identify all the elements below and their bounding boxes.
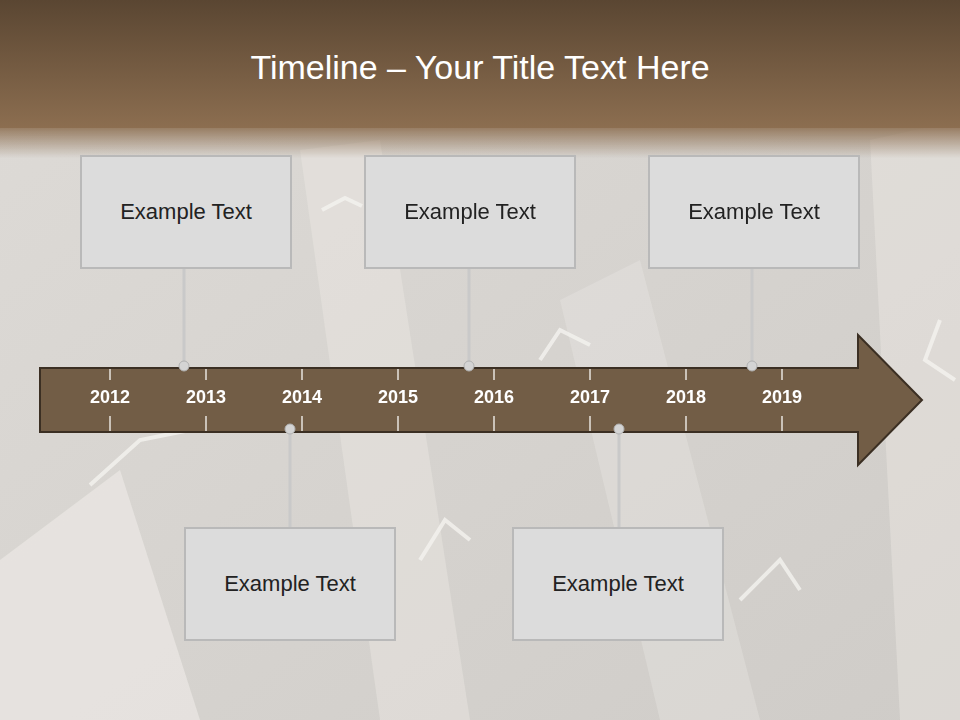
title-bar bbox=[0, 0, 960, 128]
bg-line bbox=[420, 520, 470, 560]
tick bbox=[205, 369, 207, 380]
leader-line bbox=[751, 268, 754, 362]
leader-line bbox=[183, 268, 186, 362]
year-label: 2017 bbox=[570, 387, 610, 408]
leader-dots bbox=[179, 361, 757, 434]
bg-line bbox=[740, 560, 800, 600]
title-bar-fade bbox=[0, 128, 960, 158]
event-box: Example Text bbox=[364, 155, 576, 269]
tick bbox=[685, 369, 687, 380]
leader-dot bbox=[179, 361, 189, 371]
bg-shape bbox=[560, 260, 760, 720]
tick bbox=[109, 416, 111, 431]
bg-line bbox=[925, 320, 955, 380]
title-container: Timeline – Your Title Text Here bbox=[0, 40, 960, 94]
leader-dot bbox=[747, 361, 757, 371]
tick bbox=[205, 416, 207, 431]
tick bbox=[301, 369, 303, 380]
year-label: 2014 bbox=[282, 387, 322, 408]
leader-line bbox=[289, 433, 292, 527]
event-text: Example Text bbox=[552, 571, 684, 597]
tick bbox=[589, 416, 591, 431]
bg-shape bbox=[0, 470, 200, 720]
bg-line bbox=[540, 330, 590, 360]
event-box: Example Text bbox=[512, 527, 724, 641]
year-label: 2013 bbox=[186, 387, 226, 408]
slide-title: Timeline – Your Title Text Here bbox=[250, 48, 709, 86]
tick bbox=[301, 416, 303, 431]
year-label: 2019 bbox=[762, 387, 802, 408]
event-box: Example Text bbox=[184, 527, 396, 641]
leader-dot bbox=[614, 424, 624, 434]
tick bbox=[493, 416, 495, 431]
event-text: Example Text bbox=[688, 199, 820, 225]
leader-dot bbox=[464, 361, 474, 371]
tick bbox=[493, 369, 495, 380]
year-label: 2018 bbox=[666, 387, 706, 408]
tick bbox=[685, 416, 687, 431]
event-text: Example Text bbox=[120, 199, 252, 225]
event-text: Example Text bbox=[404, 199, 536, 225]
tick bbox=[589, 369, 591, 380]
background-shapes bbox=[0, 120, 960, 720]
leader-line bbox=[618, 433, 621, 527]
event-box: Example Text bbox=[80, 155, 292, 269]
leader-dot bbox=[285, 424, 295, 434]
event-box: Example Text bbox=[648, 155, 860, 269]
event-text: Example Text bbox=[224, 571, 356, 597]
tick bbox=[397, 416, 399, 431]
tick bbox=[109, 369, 111, 380]
leader-line bbox=[468, 268, 471, 362]
timeline-arrow bbox=[40, 335, 922, 465]
tick bbox=[781, 369, 783, 380]
tick-marks bbox=[110, 369, 782, 431]
bg-line bbox=[322, 198, 362, 210]
year-label: 2015 bbox=[378, 387, 418, 408]
tick bbox=[397, 369, 399, 380]
bg-line bbox=[90, 430, 190, 485]
tick bbox=[781, 416, 783, 431]
year-label: 2012 bbox=[90, 387, 130, 408]
year-label: 2016 bbox=[474, 387, 514, 408]
